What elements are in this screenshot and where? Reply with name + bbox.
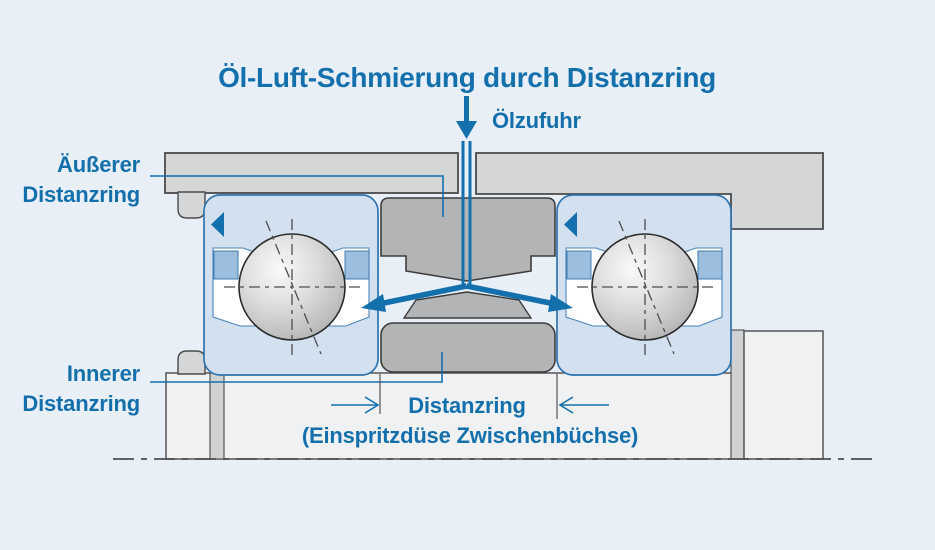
bearing-cage-pocket [213, 250, 239, 280]
dimension-arrow-left [331, 396, 380, 414]
labyrinth-tab-top [177, 191, 206, 219]
shaft-shoulder-left [209, 372, 225, 460]
bearing-right [556, 194, 732, 376]
housing-top-left [164, 152, 459, 194]
shaft-step-block [743, 330, 824, 460]
dimension-arrow-right [558, 396, 609, 414]
outer-spacer-ring-shape [380, 197, 556, 282]
spacer-nozzle-lip [402, 291, 533, 319]
inner-spacer-label-line2: Distanzring [22, 391, 140, 416]
labyrinth-tab-bottom [177, 350, 206, 375]
orientation-arrow-icon [564, 212, 577, 237]
bearing-cage-pocket [344, 250, 370, 280]
bearing-left [203, 194, 379, 376]
contact-angle-line [618, 220, 675, 355]
oil-supply-arrow-icon [456, 96, 477, 139]
oil-channel-lines [461, 141, 472, 284]
spacer-detail-label: (Einspritzdüse Zwischenbüchse) [302, 423, 638, 448]
outer-spacer-label-line1: Äußerer [57, 152, 141, 177]
inner-spacer-label-line1: Innerer [67, 361, 141, 386]
shaft [165, 372, 733, 460]
contact-angle-line [265, 220, 322, 355]
inner-spacer-ring-shape [380, 322, 556, 373]
outer-spacer-label-line2: Distanzring [22, 182, 140, 207]
bearing-cage-pocket [566, 250, 592, 280]
spacer-dimension-label: Distanzring [408, 393, 526, 418]
bearing-cage-pocket [697, 250, 723, 280]
oil-flow-arrow-right [465, 283, 573, 312]
shaft-shoulder-right [730, 329, 745, 460]
leader-inner-spacer [150, 352, 443, 383]
oil-supply-label: Ölzufuhr [492, 108, 581, 133]
orientation-arrow-icon [211, 212, 224, 237]
leader-outer-spacer [150, 175, 444, 217]
oil-flow-arrow-left [361, 283, 468, 312]
page-title: Öl-Luft-Schmierung durch Distanzring [218, 62, 716, 93]
